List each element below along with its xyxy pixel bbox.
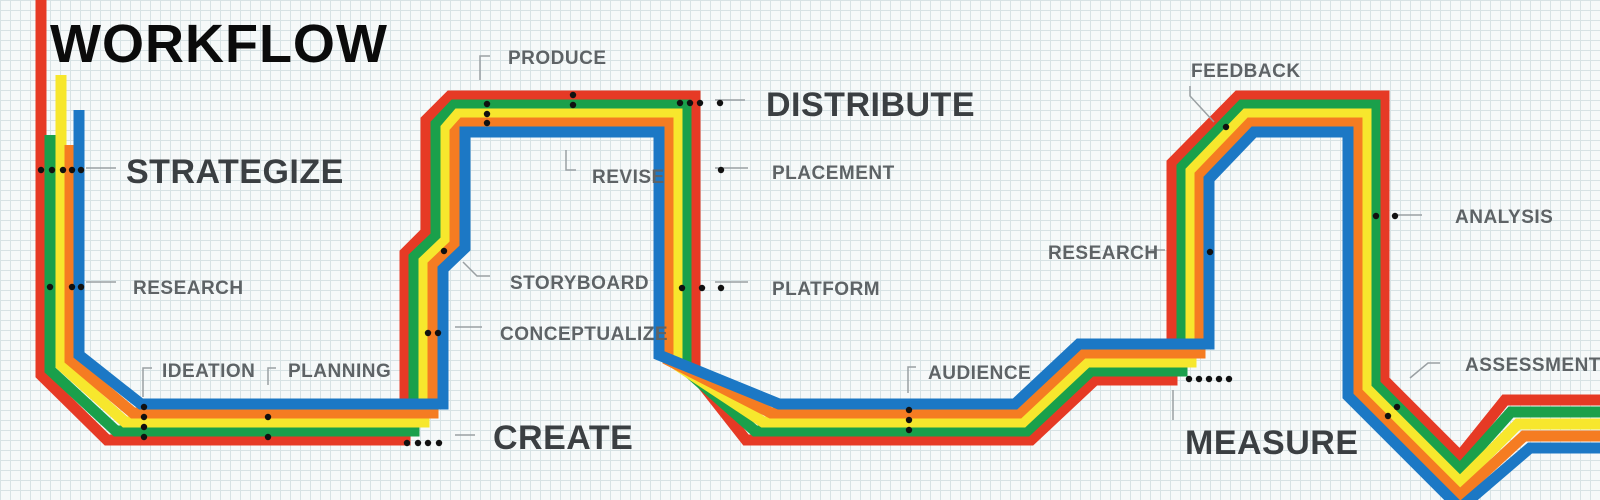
station-dots bbox=[37, 91, 1401, 447]
step-assessment: ASSESSMENT bbox=[1465, 355, 1600, 376]
step-feedback: FEEDBACK bbox=[1191, 61, 1301, 82]
red-line bbox=[35, 0, 1600, 465]
yellow-line bbox=[55, 75, 1600, 490]
step-placement: PLACEMENT bbox=[772, 163, 895, 184]
labels: WORKFLOW STRATEGIZE CREATE DISTRIBUTE ME… bbox=[50, 14, 1600, 462]
step-audience: AUDIENCE bbox=[928, 363, 1031, 384]
step-storyboard: STORYBOARD bbox=[510, 273, 649, 294]
step-ideation: IDEATION bbox=[162, 361, 255, 382]
step-produce: PRODUCE bbox=[508, 48, 607, 69]
route-lines bbox=[35, 0, 1600, 500]
callout-lines bbox=[86, 55, 1440, 436]
diagram-title: WORKFLOW bbox=[50, 14, 388, 74]
step-analysis: ANALYSIS bbox=[1455, 207, 1553, 228]
step-revise: REVISE bbox=[592, 167, 665, 188]
stage-create: CREATE bbox=[493, 419, 633, 457]
step-platform: PLATFORM bbox=[772, 279, 880, 300]
blue-line bbox=[73, 110, 1600, 500]
stage-strategize: STRATEGIZE bbox=[126, 153, 344, 191]
stage-distribute: DISTRIBUTE bbox=[766, 86, 975, 124]
step-research-strategize: RESEARCH bbox=[133, 278, 244, 299]
green-line bbox=[44, 99, 1600, 478]
step-conceptualize: CONCEPTUALIZE bbox=[500, 324, 668, 345]
step-planning: PLANNING bbox=[288, 361, 391, 382]
orange-line bbox=[64, 117, 1600, 500]
step-research-measure: RESEARCH bbox=[1048, 243, 1159, 264]
stage-measure: MEASURE bbox=[1185, 424, 1359, 462]
